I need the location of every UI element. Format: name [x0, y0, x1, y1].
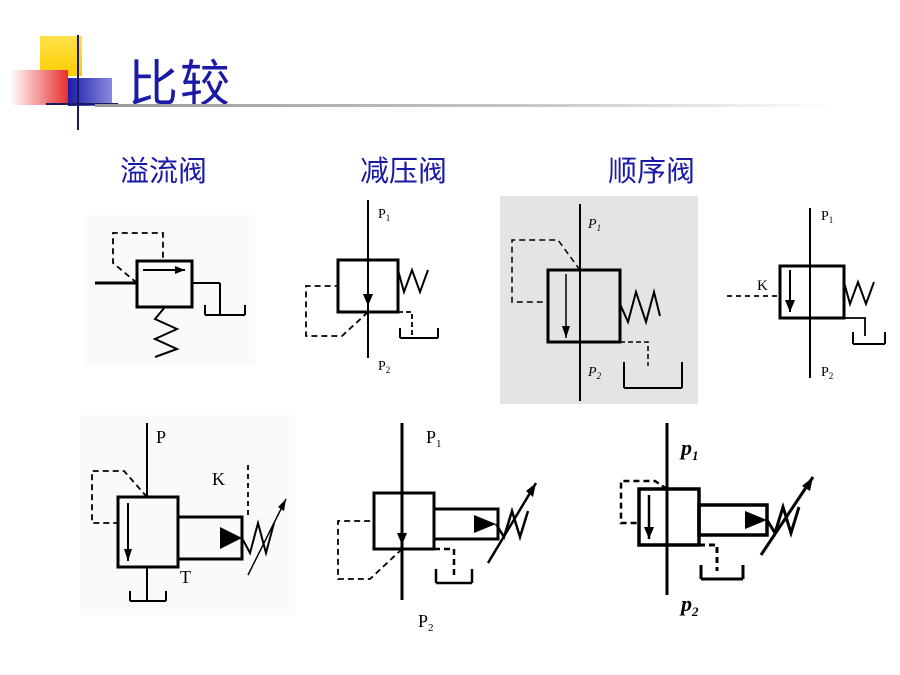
corner-decoration: [0, 0, 120, 135]
label-p2: P2: [821, 365, 833, 381]
label-k: K: [212, 469, 225, 489]
sequence-valve-pilot-graphic: P1 P2 K: [727, 208, 886, 381]
label-t: T: [180, 567, 191, 587]
sequence-valve-scan-graphic: P1 P2: [500, 196, 698, 404]
reducing-valve-symbol-detailed: P1 P2: [330, 415, 550, 639]
header-relief-valve: 溢流阀: [120, 154, 208, 188]
label-p1: P1: [587, 217, 601, 233]
label-k: K: [757, 278, 768, 294]
label-p2: P2: [378, 359, 390, 375]
relief-valve-graphic: [85, 215, 255, 365]
header-reducing-valve: 减压阀: [360, 154, 448, 188]
label-p1: P1: [821, 209, 833, 225]
reducing-valve-detailed-graphic: P1 P2: [337, 423, 538, 634]
label-p2: P2: [418, 611, 434, 634]
label-p: P: [156, 427, 166, 447]
sequence-valve-symbol-detailed: p1 p2: [605, 415, 830, 634]
label-p1: P1: [426, 427, 442, 450]
label-p1: p1: [679, 435, 699, 463]
corner-squares-graphic: [10, 35, 118, 130]
label-p1: P1: [378, 207, 390, 223]
slide-title: 比较: [128, 55, 232, 113]
sequence-valve-symbol-pilot: P1 P2 K: [725, 200, 895, 389]
relief-valve-symbol-simple: [85, 215, 255, 369]
label-p2: P2: [587, 365, 602, 381]
title-underline: [95, 104, 840, 107]
reducing-valve-symbol-simple: P1 P2: [300, 200, 450, 384]
relief-valve-symbol-detailed: P T K: [80, 415, 295, 619]
sequence-valve-symbol-scan: P1 P2: [500, 196, 698, 408]
header-sequence-valve: 顺序阀: [608, 154, 696, 188]
relief-valve-detailed-graphic: P T K: [80, 415, 295, 615]
reducing-valve-graphic: P1 P2: [305, 200, 439, 375]
sequence-valve-detailed-graphic: p1 p2: [619, 423, 815, 619]
label-p2: p2: [679, 591, 699, 619]
